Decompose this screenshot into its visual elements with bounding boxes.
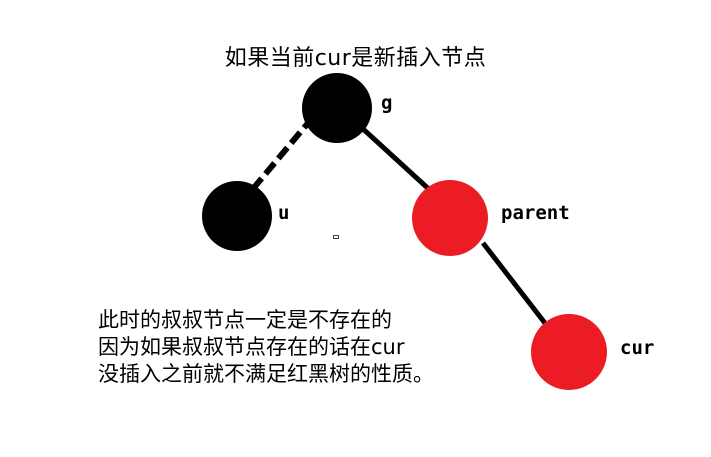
node-g xyxy=(302,73,372,143)
edge-g-u xyxy=(249,115,316,192)
note-line-3: 没插入之前就不满足红黑树的性质。 xyxy=(98,362,434,386)
explanation-note: 此时的叔叔节点一定是不存在的 因为如果叔叔节点存在的话在cur 没插入之前就不满… xyxy=(98,307,434,388)
node-u xyxy=(202,181,272,251)
node-parent xyxy=(412,180,488,256)
edge-g-parent xyxy=(360,126,434,194)
label-cur: cur xyxy=(620,337,655,359)
note-line-1: 此时的叔叔节点一定是不存在的 xyxy=(98,308,392,332)
label-parent: parent xyxy=(501,202,570,224)
label-u: u xyxy=(278,202,290,224)
small-square-mark xyxy=(333,235,339,239)
diagram-title: 如果当前cur是新插入节点 xyxy=(224,46,487,71)
node-cur xyxy=(531,314,607,390)
note-line-2: 因为如果叔叔节点存在的话在cur xyxy=(98,335,405,359)
label-g: g xyxy=(381,92,393,114)
edge-parent-cur xyxy=(481,241,550,329)
